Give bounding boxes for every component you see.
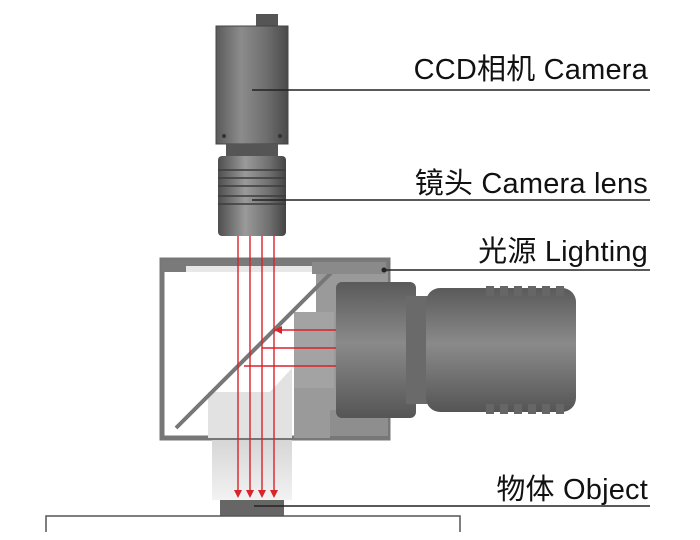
object-label: 物体 Object [496,474,648,506]
camera-connector [256,14,278,28]
camera-mount [226,144,278,156]
camera-body [216,26,288,144]
leader-lines [252,89,650,507]
ccd-camera [215,14,289,156]
lamp-base [336,282,416,418]
object-block [220,500,284,516]
light-rays [237,236,336,492]
stage-platform [45,515,461,532]
camera-label: CCD相机 Camera [413,54,648,86]
light-source-lamp [336,282,576,418]
lens-label: 镜头 Camera lens [414,168,648,200]
camera-lens [218,156,286,236]
ray-arrowheads [234,326,282,498]
lighting-label: 光源 Lighting [478,236,648,268]
lamp-body [426,288,576,412]
beam-splitter [174,270,334,430]
